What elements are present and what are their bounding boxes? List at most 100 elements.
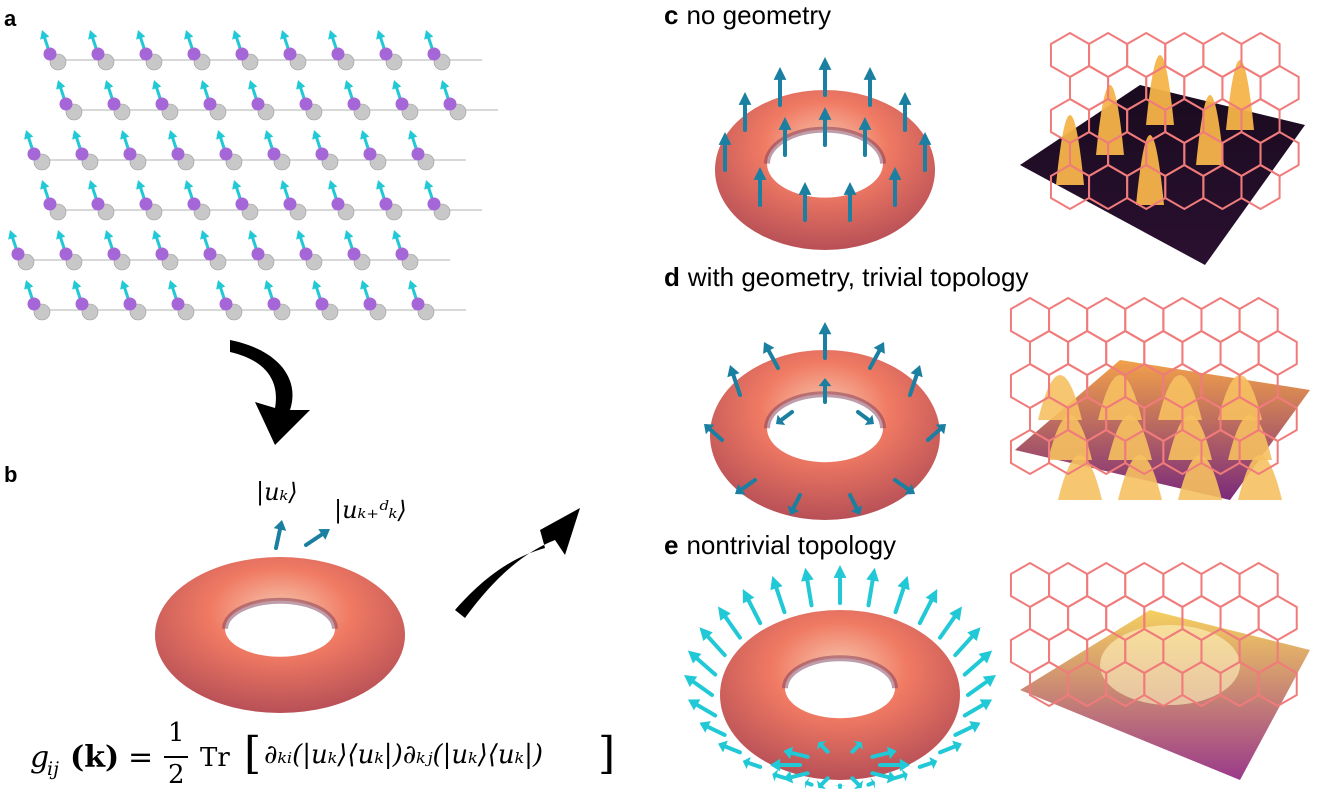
spin-arrow-head [232,180,242,190]
tilted-arrow-6-head [935,424,946,435]
surface-e [1009,561,1310,780]
tilted-arrow-9-head [850,505,863,515]
purple-atom [331,197,345,211]
purple-atom [267,297,281,311]
radial-arrow-6-shaft [866,780,875,787]
purple-atom [315,297,329,311]
torus-c [715,57,935,250]
purple-atom [283,197,297,211]
radial-arrow-25-shaft [938,613,958,640]
surface-d [1009,296,1310,500]
formula-lhs-sub: ij [47,758,59,780]
spin-arrow-head [200,230,210,240]
torus-hole [767,394,883,463]
ket-u-k-plus-dk: |uₖ₊ᵈₖ⟩ [334,496,407,524]
center-arrow-3-shaft [818,776,830,788]
radial-arrow-2-shaft [953,724,976,737]
purple-atom [411,147,425,161]
purple-atom [347,97,361,111]
hill-10 [1178,455,1222,500]
tilted-arrow-2-head [818,322,832,335]
spin-arrow-head [376,180,386,190]
purple-atom [91,47,105,61]
radial-arrow-7-head [833,785,847,786]
spin-arrow-head [184,30,194,40]
center-arrow-9-shaft [870,750,892,759]
spin-arrow-head [328,180,338,190]
spin-arrow-head [296,230,306,240]
tilted-arrow-3-shaft [868,347,883,370]
formula-frac-bar [164,756,188,758]
spin-arrow-head [72,130,82,140]
radial-arrow-0-shaft [966,678,991,697]
radial-arrow-27-head [978,650,993,664]
hill-1 [1098,375,1142,420]
torus-b [155,520,405,713]
up-arrow-6-head [918,132,932,145]
purple-atom [219,147,233,161]
radial-arrow-24-head [925,588,938,604]
formula-lhs-arg: (k) [70,740,120,775]
spin-arrow-head [152,230,162,240]
purple-atom [155,247,169,261]
center-arrow-3-head [816,780,827,790]
radial-arrow-9-head [772,769,779,782]
purple-atom [27,147,41,161]
up-arrow-3-head [863,67,877,80]
radial-arrow-11-head [718,740,728,753]
center-arrow-4-shaft [788,771,810,780]
hill-0 [1038,375,1082,420]
radial-arrow-20-head [801,567,814,582]
radial-arrow-22-head [866,567,879,582]
purple-atom [11,247,25,261]
torus-inner-shade [782,655,898,689]
tilted-arrow-11-shaft [778,410,794,423]
center-arrow-9-head [886,746,897,760]
spin-arrow-head [408,280,418,290]
purple-atom [27,297,41,311]
panel-e-label: e [664,530,679,560]
spin-arrow-head [152,80,162,90]
spin-arrow-head [392,230,402,240]
purple-atom [219,297,233,311]
up-arrow-12-head [858,117,872,130]
radial-arrow-12-shaft [704,724,727,737]
spin-arrow-head [56,80,66,90]
radial-arrow-10-shaft [745,760,763,769]
radial-arrow-1-head [979,699,993,711]
up-arrow-1-head [773,67,787,80]
radial-arrow-12-head [699,721,711,733]
tilted-arrow-12-shaft [856,410,872,423]
tilted-arrow-0-shaft [730,371,742,397]
spin-arrow-head [200,80,210,90]
spin-arrow-head [168,280,178,290]
panel-e-title-text: nontrivial topology [686,530,897,560]
spin-arrow-head [280,180,290,190]
spin-arrow-head [216,130,226,140]
spin-arrow-head [136,180,146,190]
spin-arrow-head [8,230,18,240]
spin-arrow-head [120,130,130,140]
curved-arrow-up [455,508,580,618]
radial-arrow-4-head [929,756,938,770]
spin-arrow-head [88,30,98,40]
radial-arrow-13-head [687,699,701,711]
up-arrow-10-head [888,167,902,180]
spin-arrow-head [104,80,114,90]
purple-atom [235,197,249,211]
metric-formula: g ij (k) = 1 2 Tr [ ∂ₖᵢ(|uₖ⟩⟨uₖ|)∂ₖⱼ(|uₖ… [30,718,630,808]
purple-atom [363,147,377,161]
spin-arrow-head [424,30,434,40]
spin-arrow-head [40,180,50,190]
purple-atom [171,297,185,311]
purple-atom [395,97,409,111]
purple-atom [123,147,137,161]
spin-arrow-head [136,30,146,40]
panel-c-label: c [664,0,679,30]
radial-arrow-19-head [770,575,783,591]
hill-4 [1048,415,1092,460]
peak-5 [1226,60,1254,130]
purple-atom [315,147,329,161]
tilted-arrow-7-head [735,483,746,495]
formula-frac-den: 2 [168,760,185,790]
